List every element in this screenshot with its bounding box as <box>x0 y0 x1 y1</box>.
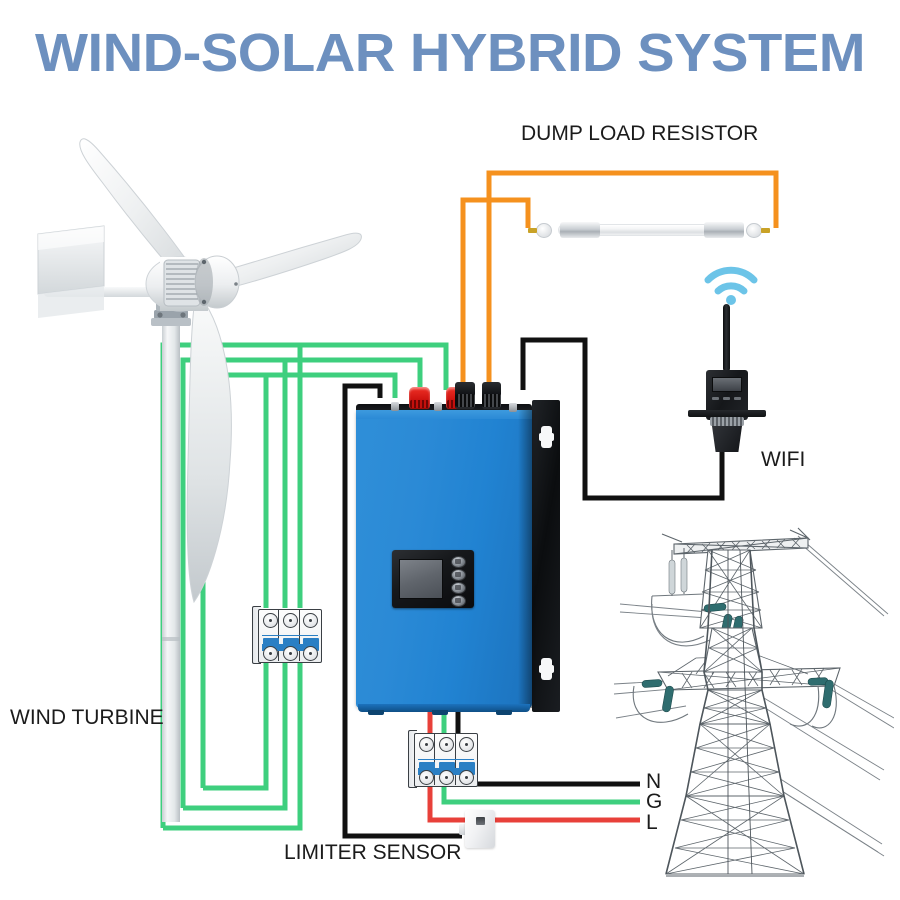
turbine-blade-2 <box>219 232 362 291</box>
wire-turbine-return-2 <box>183 632 288 811</box>
ct-clamp-tab <box>459 824 468 835</box>
terminal-mark-g <box>608 801 640 804</box>
breaker-terminal-top-1 <box>263 613 278 628</box>
turbine-mast <box>162 322 180 822</box>
inverter-connector-dc-1[interactable] <box>456 382 475 409</box>
wire-inverter-left <box>342 383 462 839</box>
inverter-button-group <box>450 556 466 607</box>
resistor-cap-left <box>536 223 552 238</box>
inverter-button-2[interactable] <box>451 569 466 581</box>
breaker-terminal-bottom-3 <box>459 770 474 785</box>
wifi-led-row <box>712 397 742 401</box>
terminal-label-g: G <box>646 790 663 813</box>
transmission-tower <box>613 527 894 877</box>
ct-clamp-notch <box>476 817 485 825</box>
limiter-sensor-label: LIMITER SENSOR <box>284 841 462 864</box>
page-title: WIND-SOLAR HYBRID SYSTEM <box>35 23 865 83</box>
inverter-display-panel <box>392 550 474 608</box>
inverter-button-3[interactable] <box>451 582 466 594</box>
inverter-mount-rail <box>532 400 560 712</box>
breaker-terminal-top-1 <box>419 737 434 752</box>
terminal-label-l: L <box>646 811 658 834</box>
inverter-bottom-edge <box>358 704 530 712</box>
breaker-terminal-bottom-2 <box>283 646 298 661</box>
breaker-terminal-bottom-2 <box>439 770 454 785</box>
breaker-terminal-bottom-1 <box>419 770 434 785</box>
wire-dumpload-right <box>460 197 531 390</box>
wire-comm-wifi <box>520 337 725 501</box>
breaker-terminal-top-2 <box>283 613 298 628</box>
grid-tie-inverter <box>356 382 561 715</box>
ct-clamp-body <box>465 810 495 848</box>
wifi-signal-icon <box>704 266 758 305</box>
resistor-band-right <box>704 222 744 238</box>
inverter-connector-dc-2[interactable] <box>482 382 501 409</box>
wire-turbine-return-1 <box>163 632 303 831</box>
wire-dumpload-left <box>486 170 779 390</box>
wifi-mount-flange <box>688 410 766 417</box>
wifi-connector <box>712 426 742 452</box>
inverter-lcd-screen <box>399 559 443 599</box>
wind-turbine <box>37 138 362 822</box>
wind-turbine-label: WIND TURBINE <box>10 706 164 729</box>
wifi-antenna <box>723 304 730 372</box>
breaker-terminal-top-2 <box>439 737 454 752</box>
resistor-pin-left <box>528 228 537 233</box>
wire-turbine-return-3 <box>203 632 269 791</box>
inverter-terminal-small-1[interactable] <box>391 402 399 411</box>
terminal-mark-n <box>608 783 640 786</box>
breaker-side-panel <box>408 730 417 788</box>
breaker-terminal-bottom-3 <box>303 646 318 661</box>
turbine-tail-vane <box>37 225 166 318</box>
wifi-collar <box>710 417 744 426</box>
terminal-mark-l <box>608 819 640 822</box>
inverter-button-4[interactable] <box>451 595 466 607</box>
circuit-breaker-grid[interactable] <box>408 730 482 788</box>
breaker-terminal-bottom-1 <box>263 646 278 661</box>
dump-load-resistor <box>518 215 783 245</box>
breaker-side-panel <box>252 606 261 664</box>
resistor-pin-right <box>761 228 770 233</box>
turbine-nacelle <box>145 255 240 312</box>
inverter-side-shading <box>518 410 532 708</box>
wifi-label: WIFI <box>761 448 806 471</box>
wifi-module <box>688 258 780 458</box>
terminal-label-n: N <box>646 770 662 793</box>
inverter-terminal-red-1[interactable] <box>409 387 430 409</box>
resistor-band-left <box>560 222 600 238</box>
inverter-terminal-small-3[interactable] <box>509 403 517 412</box>
inverter-top-face <box>356 410 532 419</box>
turbine-blade-3 <box>186 290 232 604</box>
wifi-display <box>712 377 742 392</box>
breaker-terminal-top-3 <box>303 613 318 628</box>
inverter-button-1[interactable] <box>451 556 466 568</box>
resistor-cap-right <box>746 223 762 238</box>
circuit-breaker-turbine[interactable] <box>252 606 326 664</box>
dump-load-resistor-label: DUMP LOAD RESISTOR <box>521 122 759 145</box>
limiter-sensor <box>459 806 501 850</box>
breaker-terminal-top-3 <box>459 737 474 752</box>
inverter-terminal-small-2[interactable] <box>434 402 442 411</box>
